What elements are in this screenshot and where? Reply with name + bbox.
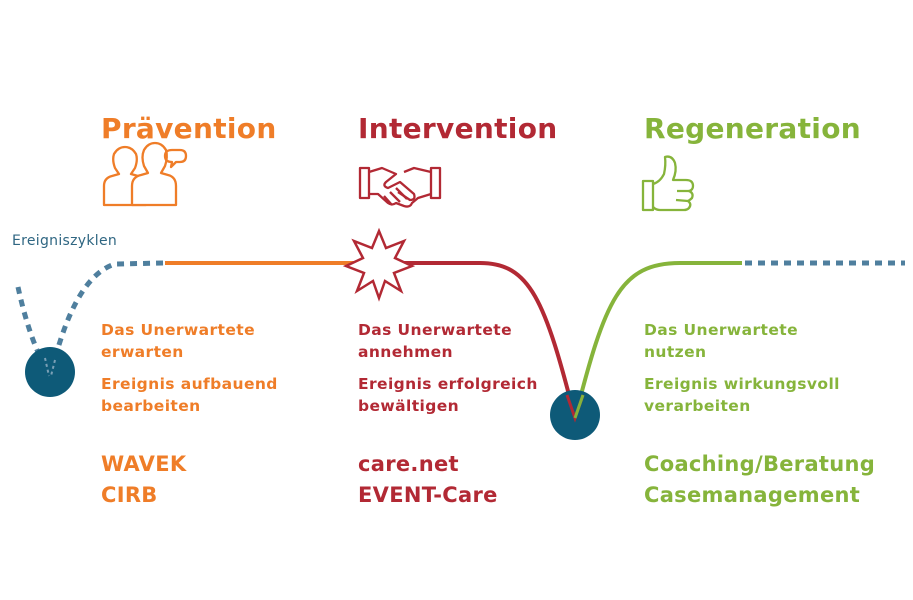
prevention-line1: Das Unerwartete — [101, 321, 255, 339]
thumbs-up-icon — [641, 155, 695, 212]
dotted-left-down — [15, 286, 52, 374]
intervention-line3: Ereignis erfolgreich — [358, 375, 538, 393]
prevention-program1: WAVEK — [101, 452, 187, 476]
intervention-line2: annehmen — [358, 343, 453, 361]
prevention-program2: CIRB — [101, 483, 158, 507]
regeneration-program1: Coaching/Beratung — [644, 452, 876, 476]
regeneration-line4: verarbeiten — [644, 397, 751, 415]
regeneration-line2: nutzen — [644, 343, 707, 361]
intervention-program2: EVENT-Care — [358, 483, 498, 507]
start-circle — [25, 347, 75, 397]
column-title-prevention: Prävention — [101, 112, 277, 145]
people-talking-icon — [102, 141, 188, 207]
prevention-line3: Ereignis aufbauend — [101, 375, 278, 393]
column-title-regeneration: Regeneration — [644, 112, 861, 145]
regeneration-program2: Casemanagement — [644, 483, 861, 507]
intervention-line — [380, 261, 577, 419]
regeneration-line3: Ereignis wirkungsvoll — [644, 375, 840, 393]
event-star-icon — [342, 227, 416, 302]
regeneration-line — [573, 261, 742, 419]
regeneration-line1: Das Unerwartete — [644, 321, 798, 339]
prevention-line2: erwarten — [101, 343, 184, 361]
handshake-icon — [358, 166, 442, 208]
intervention-line4: bewältigen — [358, 397, 460, 415]
intervention-line1: Das Unerwartete — [358, 321, 512, 339]
column-title-intervention: Intervention — [358, 112, 558, 145]
intervention-program1: care.net — [358, 452, 459, 476]
cycles-label: Ereigniszyklen — [12, 233, 118, 249]
prevention-line4: bearbeiten — [101, 397, 201, 415]
